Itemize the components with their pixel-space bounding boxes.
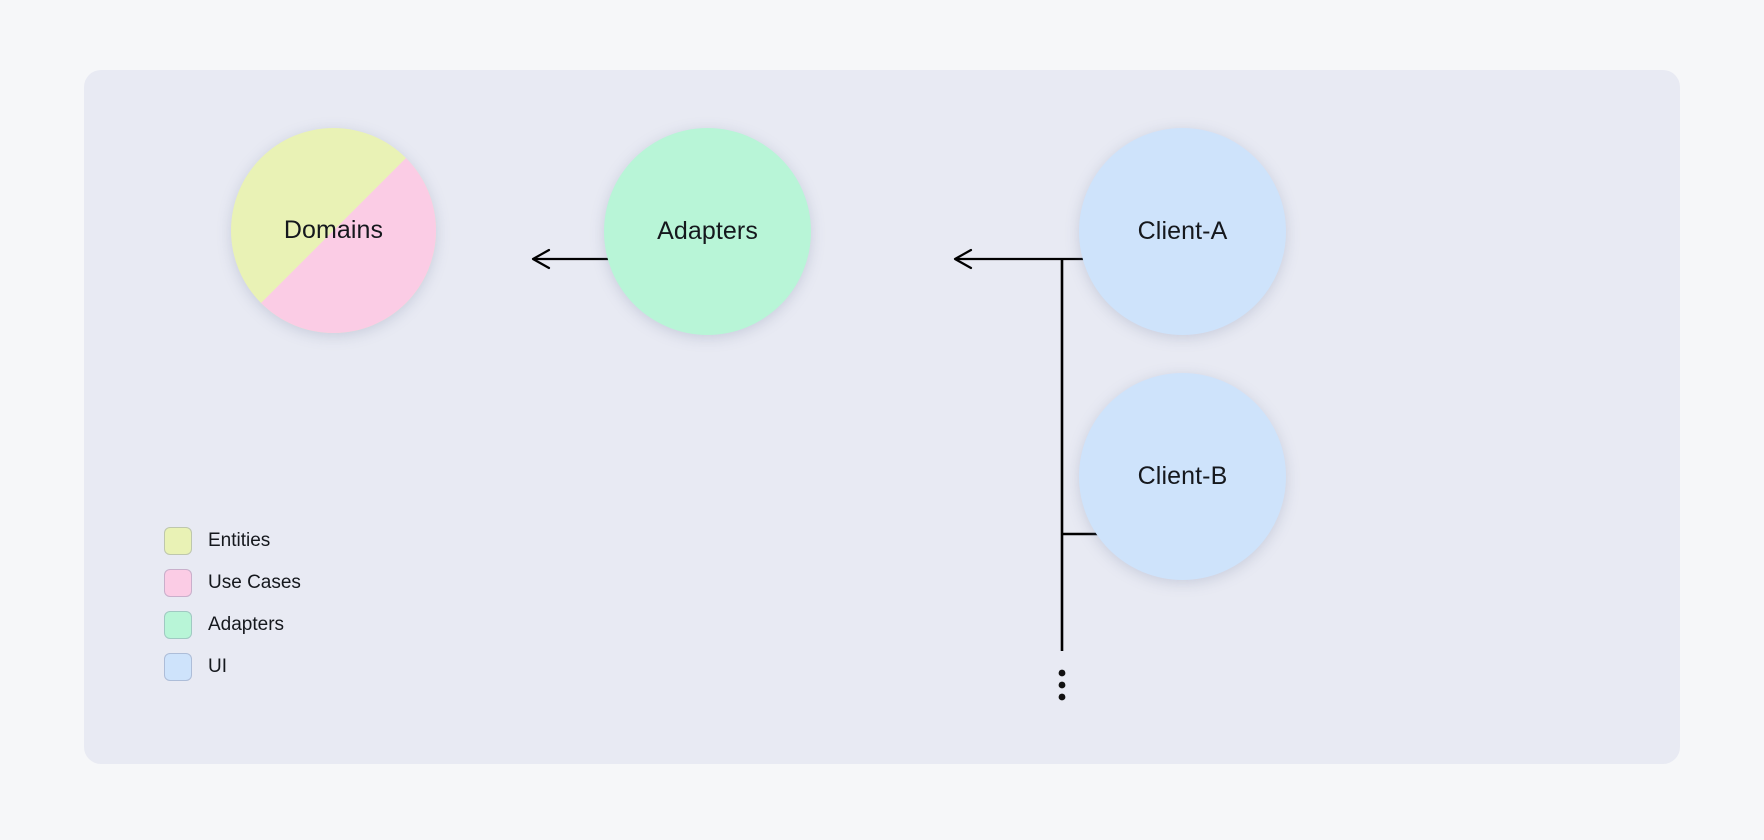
node-adapters[interactable]: Adapters [604,128,811,335]
node-client-b[interactable]: Client-B [1079,373,1286,580]
legend-swatch-ui [164,653,192,681]
legend-label-entities: Entities [208,530,271,551]
node-client-b-label: Client-B [1137,462,1228,490]
legend-label-ui: UI [208,656,227,677]
node-client-a[interactable]: Client-A [1079,128,1286,335]
node-adapters-label: Adapters [657,217,758,245]
legend-item-use-cases: Use Cases [164,562,301,604]
legend-swatch-adapters [164,611,192,639]
legend: Entities Use Cases Adapters UI [164,520,301,688]
legend-item-entities: Entities [164,520,301,562]
legend-label-use-cases: Use Cases [208,572,301,593]
node-client-a-label: Client-A [1137,217,1228,245]
legend-item-adapters: Adapters [164,604,301,646]
node-domains[interactable]: Domains [231,128,436,333]
legend-swatch-use-cases [164,569,192,597]
legend-swatch-entities [164,527,192,555]
legend-item-ui: UI [164,646,301,688]
node-domains-label: Domains [283,216,384,244]
legend-label-adapters: Adapters [208,614,285,635]
